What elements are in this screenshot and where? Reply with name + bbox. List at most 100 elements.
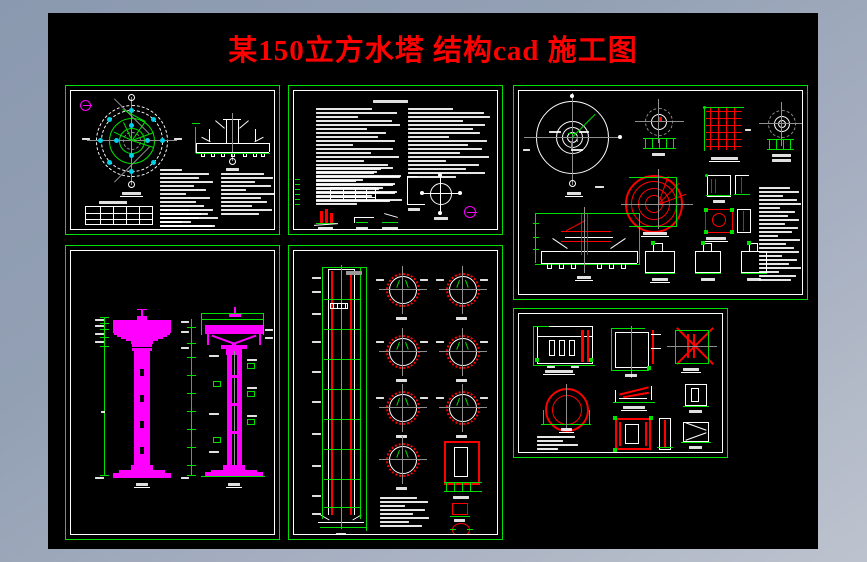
tank-bowl-row — [126, 339, 158, 341]
cad-drawing-canvas[interactable]: 某150立方水塔 结构cad 施工图 — [48, 13, 818, 549]
shaft-section-outline — [449, 338, 477, 366]
table-rule — [331, 193, 375, 194]
roof-slab-hatch — [619, 398, 647, 399]
sheet-general-notes[interactable] — [288, 85, 503, 235]
detail-sketch-1 — [645, 251, 675, 273]
shaft-section-label — [396, 317, 407, 320]
pile-head-outline — [705, 209, 733, 210]
beam-detail-base2 — [444, 491, 482, 492]
sheet-frame — [293, 250, 498, 535]
sec-bowl-left-wall — [207, 329, 209, 345]
shaft-section-dim — [376, 279, 384, 281]
section-dim-tick — [192, 123, 200, 124]
shaft-outline-left — [328, 269, 329, 515]
shaft-section-label — [396, 435, 407, 438]
detail-outline-b2 — [354, 217, 355, 223]
section-dim-baseline — [196, 153, 270, 154]
pipe-penetration-core — [625, 424, 639, 444]
sec-annotation — [181, 347, 189, 349]
shaft-dim-cap-top — [322, 267, 366, 268]
radial-fan-frame-bottom — [629, 226, 677, 227]
elev-dim-tick — [100, 346, 109, 347]
tank-bowl-row — [121, 337, 163, 339]
pile-head-underline — [704, 241, 728, 242]
mesh-dim-text — [745, 129, 751, 131]
sec-dim-tick — [187, 447, 196, 448]
elev-dim-vertical — [104, 317, 105, 475]
detail-sketch-3-label — [747, 278, 761, 281]
sheet-tower-elevations[interactable] — [65, 245, 280, 540]
shaft-section-dim — [480, 397, 488, 399]
radial-fan-cl-v — [658, 169, 659, 229]
tank-top-slab — [113, 320, 171, 333]
mesh-bar-v — [718, 107, 719, 150]
shaft-section-dim — [376, 341, 384, 343]
plan-radial-mark-c — [577, 135, 578, 142]
detail-sketch-3 — [741, 251, 767, 273]
beam-detail-stirrup — [462, 483, 463, 491]
cap-circle-outer — [768, 110, 796, 138]
sec-callout-box — [247, 363, 255, 369]
sec-dim-base-rail — [201, 476, 265, 477]
table-rule — [86, 219, 152, 220]
foundation-notes-block-right — [221, 173, 274, 217]
cap-circle-sublabel — [772, 159, 791, 162]
cap-centerline-v — [658, 99, 659, 143]
sec-shaft-centerline — [234, 351, 235, 475]
pile-head-side-bar — [743, 211, 744, 231]
sec-footing-slab — [205, 472, 263, 476]
fsec-underline — [575, 280, 593, 281]
sec-bowl-right-wall — [259, 329, 261, 345]
pipe-penetration-frame — [615, 418, 651, 450]
hoop-marker — [324, 299, 360, 300]
sheet-foundation-pile-plan[interactable] — [65, 85, 280, 235]
beam-detail-core — [454, 447, 468, 477]
shaft-section-cl-v — [402, 384, 403, 432]
plan-dim-text-c — [571, 149, 583, 151]
shaft-annotation — [312, 495, 321, 497]
fsec-dim-bottom — [535, 264, 639, 265]
pipe-penetration-node — [649, 416, 653, 420]
shaft-section-cl-v — [402, 266, 403, 314]
shaft-section-rebar-ring — [446, 335, 480, 369]
detail-sketch-2-base — [695, 273, 721, 274]
tank-roof-cap — [137, 316, 147, 320]
elev-dim-tick — [100, 475, 109, 476]
wall-section-divider — [537, 336, 593, 337]
shaft-dim-cap-bot — [320, 527, 366, 528]
bearing-plate-side-v — [735, 175, 736, 195]
pile-head-circle — [712, 213, 726, 227]
wall-section-rebar — [581, 330, 584, 362]
shaft-section-label — [396, 379, 407, 382]
plan-dim-text-a — [549, 131, 561, 133]
bearing-plate-rebar — [711, 179, 712, 193]
plan-centerline-v — [572, 93, 573, 185]
notes-table — [330, 187, 376, 201]
outer-guide-circle — [96, 105, 168, 177]
drawing-field — [71, 91, 274, 229]
fsec-pile-stub — [597, 263, 602, 269]
sec-callout-box — [213, 437, 221, 443]
shaft-annotation — [312, 433, 321, 435]
sheet-shaft-reinforcement[interactable] — [288, 245, 503, 540]
shaft-opening-tick — [333, 304, 334, 308]
notes-column-right — [408, 108, 494, 180]
pipe-penetration-node — [613, 448, 617, 452]
sec-annotation — [247, 387, 257, 389]
cap-stirrup — [652, 139, 653, 148]
tower-shaft — [134, 351, 150, 469]
sheet-misc-details[interactable] — [513, 308, 728, 458]
detail-sketch-outline — [407, 204, 425, 205]
mesh-frame-left — [704, 107, 705, 151]
small-detail-b-mark — [450, 529, 456, 530]
sec-dim-bowl-right — [263, 313, 264, 335]
orientation-node — [438, 211, 442, 215]
rebar-detail-sketch-b — [325, 209, 328, 223]
bubble-leader — [83, 105, 92, 106]
section-outline-left-slope — [215, 120, 225, 129]
shaft-section-rebar-ring — [386, 443, 420, 477]
pile-marker — [129, 153, 134, 158]
sheet-foundation-details[interactable] — [513, 85, 808, 300]
table-rule — [126, 207, 127, 224]
shaft-section-outline — [389, 394, 417, 422]
